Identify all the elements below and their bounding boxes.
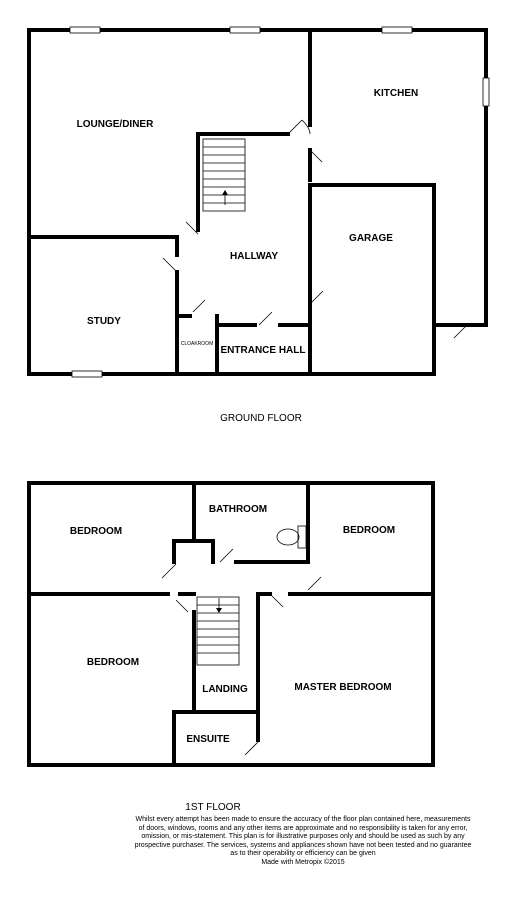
disclaimer-line: of doors, windows, rooms and any other i… <box>138 824 468 832</box>
door <box>192 299 206 313</box>
door <box>269 593 284 608</box>
ground-floor-outer-wall <box>27 28 488 376</box>
room-label-lounge-diner: LOUNGE/DINER <box>77 119 154 130</box>
first-floor-plan: BEDROOM BATHROOM BEDROOM BEDROOM LANDING… <box>27 481 435 813</box>
room-label-bedroom-2: BEDROOM <box>343 525 395 536</box>
door-swing <box>301 119 311 135</box>
staircase <box>202 138 246 212</box>
stair-arrow-head <box>222 190 228 195</box>
staircase <box>196 596 240 666</box>
door <box>162 257 178 273</box>
ground-floor-plan: LOUNGE/DINER KITCHEN GARAGE HALLWAY STUD… <box>27 26 490 424</box>
first-floor-caption: 1ST FLOOR <box>185 802 240 813</box>
door <box>161 563 177 579</box>
room-label-bedroom-3: BEDROOM <box>87 657 139 668</box>
window <box>482 77 490 107</box>
door <box>258 311 273 326</box>
stair-arrow-head <box>216 608 222 613</box>
room-label-garage: GARAGE <box>349 233 393 244</box>
ensuite-wall <box>172 710 260 767</box>
disclaimer-text: Whilst every attempt has been made to en… <box>112 816 494 868</box>
disclaimer-line: Whilst every attempt has been made to en… <box>135 816 471 823</box>
room-label-study: STUDY <box>87 316 121 327</box>
room-label-kitchen: KITCHEN <box>374 88 418 99</box>
window <box>69 26 101 34</box>
disclaimer-line: as to their operability or efficiency ca… <box>230 850 376 858</box>
door <box>453 324 468 339</box>
door <box>309 149 323 163</box>
door <box>185 221 199 235</box>
room-label-entrance-hall: ENTRANCE HALL <box>221 345 306 356</box>
room-label-landing: LANDING <box>202 684 248 695</box>
toilet-icon <box>276 525 307 549</box>
stair-wall <box>196 132 290 232</box>
first-floor-outer-wall <box>27 481 435 767</box>
disclaimer-line: omission, or mis-statement. This plan is… <box>141 833 465 841</box>
door <box>244 741 259 756</box>
ground-floor-caption: GROUND FLOOR <box>220 413 302 424</box>
window <box>229 26 261 34</box>
disclaimer-line: Made with Metropix ©2015 <box>261 858 345 866</box>
door <box>175 599 189 613</box>
room-label-master-bedroom: MASTER BEDROOM <box>294 682 391 693</box>
room-label-cloakroom: CLOAKROOM <box>181 341 214 347</box>
disclaimer-line: prospective purchaser. The services, sys… <box>134 841 472 849</box>
room-label-ensuite: ENSUITE <box>186 734 230 745</box>
window <box>381 26 413 34</box>
door <box>219 548 234 563</box>
door <box>309 290 324 305</box>
garage-wall <box>308 183 436 327</box>
window <box>71 370 103 378</box>
door <box>287 119 303 135</box>
cupboard-wall <box>172 539 215 564</box>
room-label-hallway: HALLWAY <box>230 251 278 262</box>
room-label-bedroom-1: BEDROOM <box>70 526 122 537</box>
room-label-bathroom: BATHROOM <box>209 504 267 515</box>
door <box>307 576 322 591</box>
